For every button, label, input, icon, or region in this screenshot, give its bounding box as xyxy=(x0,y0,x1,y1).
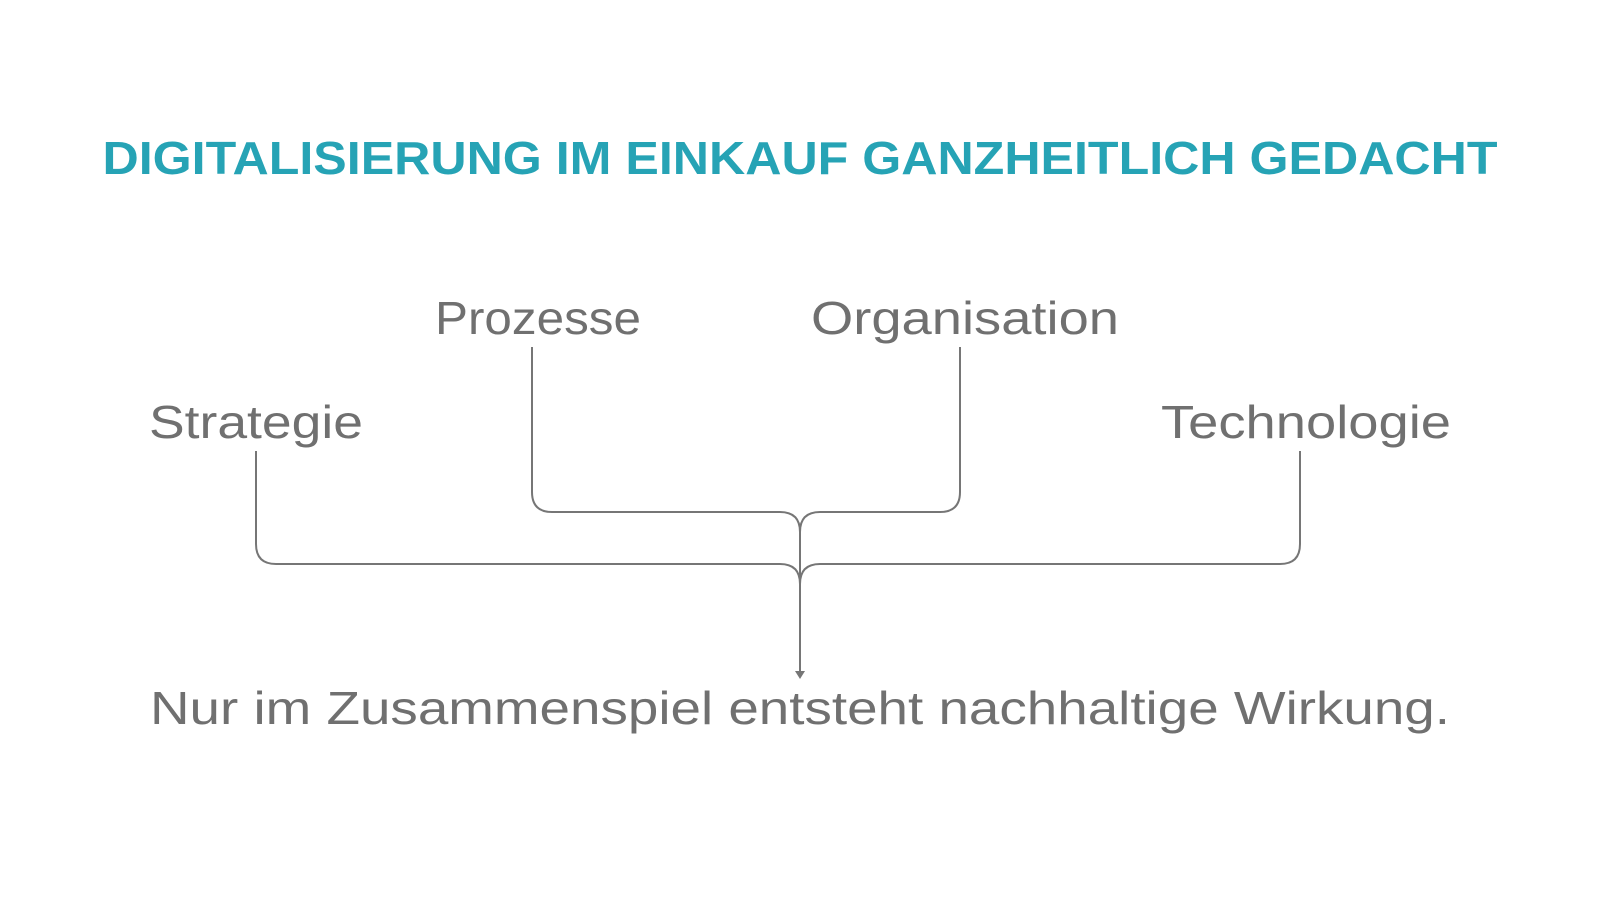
pillar-label-prozesse: Prozesse xyxy=(435,292,641,344)
connector-organisation xyxy=(799,347,961,533)
pillar-label-technologie: Technologie xyxy=(1161,396,1451,448)
pillar-label-strategie: Strategie xyxy=(149,396,363,448)
connector-strategie xyxy=(255,451,801,585)
connector-technologie xyxy=(799,451,1301,585)
pillar-label-organisation: Organisation xyxy=(811,292,1119,344)
arrow-head-icon xyxy=(795,671,805,679)
conclusion-text: Nur im Zusammenspiel entsteht nachhaltig… xyxy=(150,682,1450,734)
connector-prozesse xyxy=(531,347,801,533)
page-title: DIGITALISIERUNG IM EINKAUF GANZHEITLICH … xyxy=(103,132,1498,184)
